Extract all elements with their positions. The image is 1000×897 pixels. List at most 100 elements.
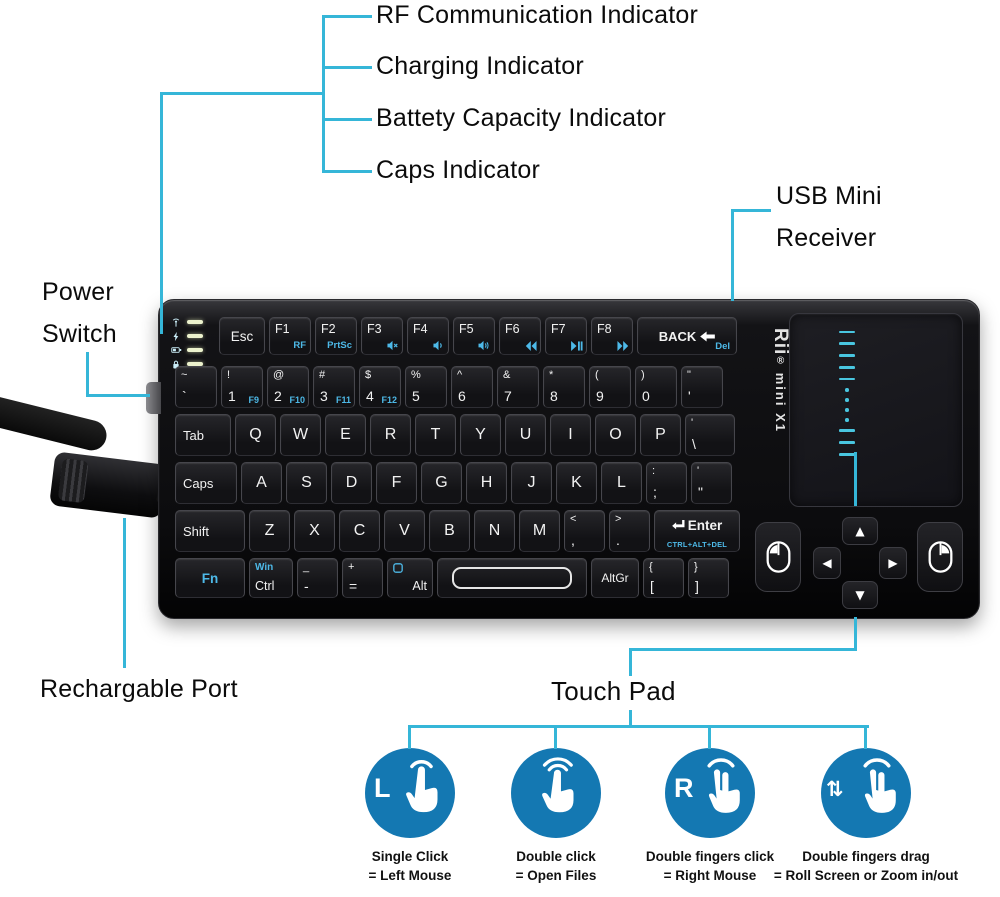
key-label: ! <box>227 369 231 381</box>
key-label: F2 <box>321 321 336 336</box>
dpad-up-button: ▲ <box>842 517 878 545</box>
key-period: >. <box>609 510 650 552</box>
label-battery-indicator: Battety Capacity Indicator <box>376 104 667 132</box>
key-label: D <box>345 474 358 491</box>
label-rechargable-port: Rechargable Port <box>40 675 238 703</box>
key-e: E <box>325 414 366 456</box>
scroll-mark-dash <box>839 441 855 444</box>
label-usb-receiver-1: USB Mini <box>776 182 882 210</box>
dpad-left-button: ◀ <box>813 547 841 579</box>
hand-tap-icon: L <box>365 748 455 838</box>
right-arrow-icon: ▶ <box>888 556 898 570</box>
key-label: PrtSc <box>327 340 352 351</box>
callout-line <box>854 617 857 651</box>
scroll-mark-dot <box>845 408 849 412</box>
callout-line <box>864 725 867 749</box>
key-label: 1 <box>228 388 236 404</box>
callout-line <box>322 15 372 18</box>
callout-line <box>629 648 857 651</box>
key-caps: Caps <box>175 462 237 504</box>
callout-line <box>160 92 163 334</box>
key-label: 8 <box>550 388 558 404</box>
callout-line <box>554 725 557 749</box>
key-d: D <box>331 462 372 504</box>
key-label: Tab <box>183 427 204 443</box>
key-label: CTRL+ALT+DEL <box>666 539 728 549</box>
key-label: 9 <box>596 388 604 404</box>
gesture-caption-line2: = Roll Screen or Zoom in/out <box>773 868 959 883</box>
key-label: . <box>616 532 620 548</box>
callout-line <box>731 209 734 301</box>
power-switch <box>146 382 161 414</box>
key-label: Z <box>264 522 275 539</box>
key-label: = <box>349 578 358 594</box>
key-label: % <box>411 369 421 381</box>
gesture-double-click: Double click= Open Files <box>471 748 641 883</box>
key-label: H <box>480 474 493 491</box>
key-j: J <box>511 462 552 504</box>
right-mouse-button <box>917 522 963 592</box>
label-usb-receiver-2: Receiver <box>776 224 877 252</box>
callout-line <box>408 725 411 749</box>
key-label: " <box>687 369 691 381</box>
key-label: , <box>571 532 575 548</box>
callout-line <box>731 209 771 212</box>
two-finger-tap-icon: R <box>665 748 755 838</box>
key-backtick: ~` <box>175 366 217 408</box>
key-f3: F3 <box>361 317 403 355</box>
scroll-mark-dot <box>845 388 849 392</box>
key-8: *8 <box>543 366 585 408</box>
gesture-caption-line2: = Left Mouse <box>368 868 452 883</box>
key-label: Fn <box>201 570 219 586</box>
key-label: BACK <box>658 328 697 344</box>
key-backslash: '\ <box>685 414 735 456</box>
registered-mark-icon: ® <box>775 355 786 368</box>
gesture-caption-line1: Double click <box>516 849 596 864</box>
key-label: F4 <box>413 321 428 336</box>
key-semicolon: :; <box>646 462 687 504</box>
key-label: { <box>649 561 653 573</box>
key-altgr: AltGr <box>591 558 639 598</box>
key-label: ' <box>691 417 694 429</box>
key-label: ) <box>641 369 645 381</box>
key-label: M <box>532 522 547 539</box>
key-label: F6 <box>505 321 520 336</box>
updown-arrows-icon: ⇅ <box>826 777 844 801</box>
key-label: [ <box>650 578 654 594</box>
key-label: F9 <box>248 394 259 405</box>
key-label: Enter <box>687 517 723 533</box>
callout-line <box>708 725 711 749</box>
hand-double-tap-icon <box>527 755 589 817</box>
key-label: _ <box>303 561 310 573</box>
key-g: G <box>421 462 462 504</box>
hand-tap-icon <box>391 755 453 817</box>
key-label: AltGr <box>601 571 629 585</box>
key-5: %5 <box>405 366 447 408</box>
callout-line <box>408 725 869 728</box>
key-label: ~ <box>181 369 188 381</box>
antenna-icon <box>171 316 183 328</box>
usb-cable <box>0 392 110 454</box>
key-label: ( <box>595 369 599 381</box>
key-label: Y <box>475 426 486 443</box>
key-label: F3 <box>367 321 382 336</box>
hand-double-tap-icon <box>511 748 601 838</box>
label-touch-pad: Touch Pad <box>551 676 676 706</box>
key-a: A <box>241 462 282 504</box>
key-f: F <box>376 462 417 504</box>
key-f4: F4 <box>407 317 449 355</box>
back-arrow-icon <box>700 330 716 342</box>
gesture-letter: L <box>374 773 391 803</box>
key-6: ^6 <box>451 366 493 408</box>
volume-up-icon <box>477 340 491 351</box>
